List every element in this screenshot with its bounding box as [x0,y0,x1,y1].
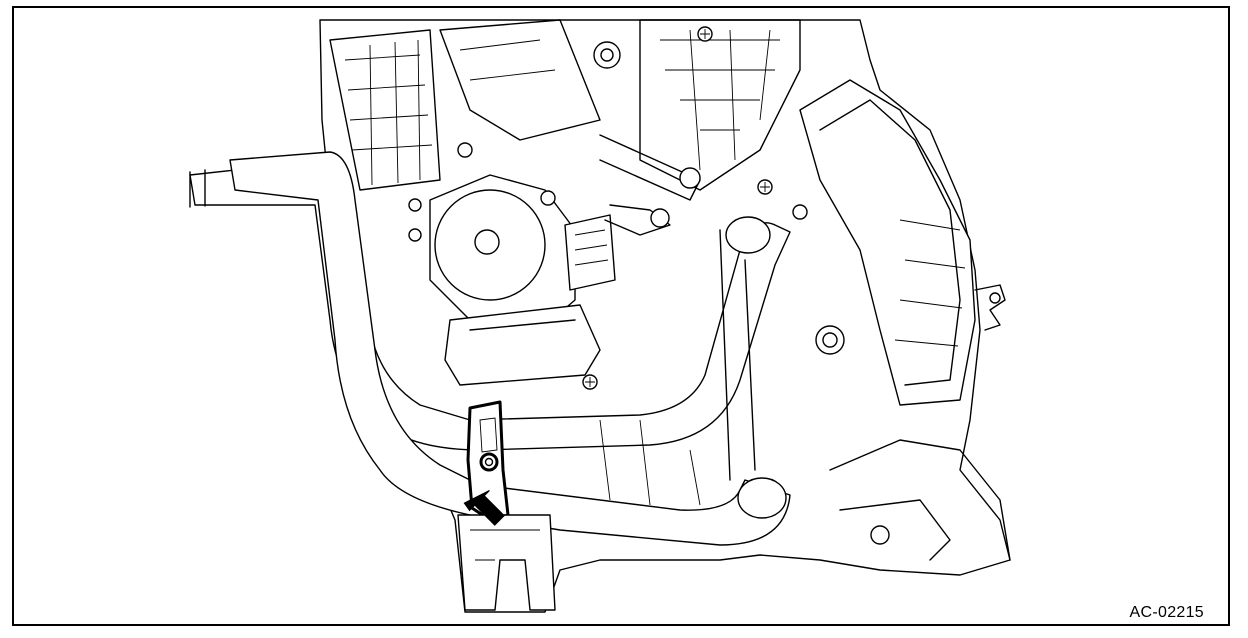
lower-support-bracket [457,514,556,611]
upper-frame-lattice [329,19,601,191]
heater-hose-upper-end [189,169,206,208]
mode-door-actuator [429,174,616,386]
mounting-bosses [408,41,890,545]
duct-housing [799,79,1006,406]
door-linkage [540,134,701,236]
arrow-icon [463,489,505,526]
hose-port [725,216,771,254]
lower-right-components [599,229,1011,561]
heater-hose-lower [229,151,791,546]
right-frame-lattice [639,19,801,191]
figure-code: AC-02215 [1129,604,1204,621]
hose-elbow [737,477,787,519]
